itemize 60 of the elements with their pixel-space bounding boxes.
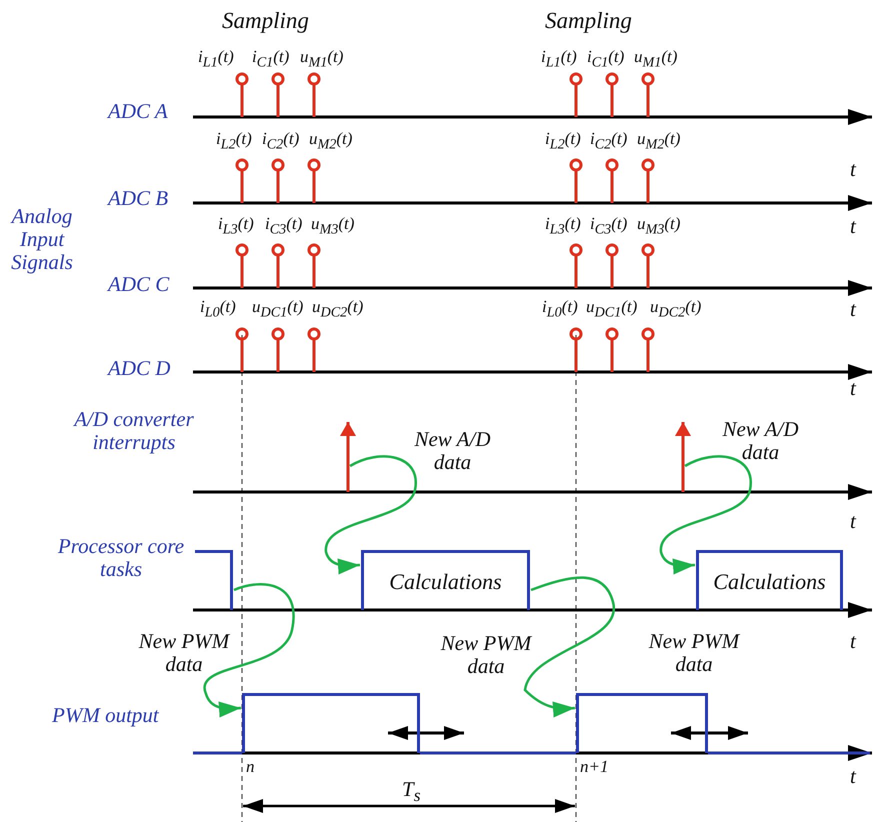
axis-label: t <box>850 630 856 654</box>
signal-label: i$_{C3}$(t) <box>265 215 302 238</box>
signal-label: i$_{C3}$(t) <box>590 215 628 238</box>
signal-label: i$_{L0}$(t) <box>542 298 578 321</box>
curved-arrow <box>324 455 417 574</box>
signal-label: i$_{L3}$(t) <box>545 215 581 238</box>
signal-label: i$_{L2}$(t) <box>545 130 581 153</box>
signal-label: i$_{L0}$(t) <box>200 298 236 321</box>
group-label: Analog Input Signals <box>10 205 74 274</box>
axis-label: t <box>850 510 856 534</box>
task-label: Calculations <box>389 568 502 594</box>
channel-label: A/D converter interrupts <box>72 408 195 454</box>
channel-label: ADC C <box>108 273 170 296</box>
signal-label: i$_{C1}$(t) <box>587 48 624 71</box>
edge-label: New A/D data <box>721 418 800 464</box>
channel-label: Processor core tasks <box>56 535 186 582</box>
curved-arrow <box>660 455 752 574</box>
task-pulse <box>361 550 530 610</box>
pwm-pulse <box>242 693 420 753</box>
signal-label: i$_{C2}$(t) <box>262 130 300 153</box>
signal-label: u$_{M1}$(t) <box>300 48 344 71</box>
pwm-pulse <box>576 693 708 753</box>
axis-label: t <box>850 215 856 238</box>
signal-label: u$_{M2}$(t) <box>637 130 680 153</box>
section-heading: Sampling <box>545 8 632 34</box>
signal-label: i$_{C1}$(t) <box>252 48 290 71</box>
signal-label: u$_{DC1}$(t) <box>252 298 304 321</box>
signal-label: u$_{DC1}$(t) <box>586 298 638 321</box>
channel-label: ADC D <box>108 357 170 380</box>
signal-label: u$_{M2}$(t) <box>309 130 352 153</box>
note-label: New PWM data <box>648 630 742 676</box>
edge-label: New A/D data <box>413 428 492 474</box>
tick-label: n+1 <box>580 758 608 777</box>
channel-label: PWM output <box>52 704 159 728</box>
signal-label: u$_{M3}$(t) <box>311 215 354 238</box>
task-pulse <box>195 550 233 610</box>
signal-label: i$_{L3}$(t) <box>218 215 254 238</box>
signal-label: u$_{M3}$(t) <box>637 215 680 238</box>
tick-label: n <box>246 758 254 777</box>
signal-label: u$_{M1}$(t) <box>634 48 678 71</box>
axis-label: t <box>850 765 856 788</box>
dimension-label: T$_{s}$ <box>402 778 420 806</box>
task-label: Calculations <box>713 568 826 594</box>
edge-label: New PWM data <box>440 632 534 678</box>
signal-label: i$_{L1}$(t) <box>541 48 577 71</box>
signal-label: i$_{L1}$(t) <box>198 48 234 71</box>
curved-arrow <box>524 576 615 718</box>
signal-label: i$_{C2}$(t) <box>590 130 628 153</box>
channel-label: ADC B <box>108 187 168 210</box>
axis-label: t <box>850 158 856 182</box>
edge-label: New PWM data <box>138 630 232 676</box>
signal-label: u$_{DC2}$(t) <box>650 298 702 321</box>
section-heading: Sampling <box>222 8 309 34</box>
signal-label: u$_{DC2}$(t) <box>312 298 364 321</box>
axis-label: t <box>850 377 856 400</box>
channel-label: ADC A <box>108 100 168 124</box>
curved-arrow <box>204 583 295 718</box>
task-pulse <box>696 550 843 610</box>
axis-label: t <box>850 298 856 322</box>
signal-label: i$_{L2}$(t) <box>216 130 252 153</box>
